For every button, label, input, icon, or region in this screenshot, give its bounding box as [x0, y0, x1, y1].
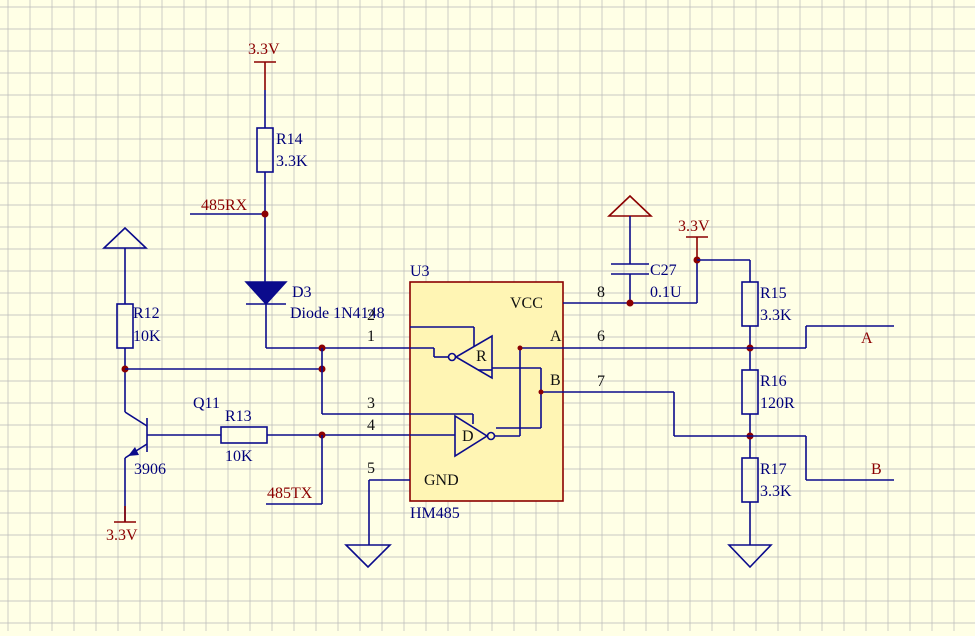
driver-bubble — [486, 431, 496, 441]
ground-symbol-ic — [344, 544, 392, 569]
d3-value: Diode 1N4148 — [290, 305, 385, 322]
net-label-a: A — [861, 330, 873, 347]
receiver-buffer — [454, 334, 493, 380]
r16-value: 120R — [760, 395, 795, 412]
r17-value: 3.3K — [760, 483, 792, 500]
r16-ref: R16 — [760, 373, 787, 390]
ic-vcc-label: VCC — [510, 295, 543, 312]
pin-number-3: 3 — [367, 395, 375, 412]
ic-u3 — [344, 281, 564, 569]
r14-ref: R14 — [276, 131, 303, 148]
ic-a-label: A — [550, 328, 562, 345]
driver-label: D — [462, 428, 474, 445]
diode-d3 — [244, 281, 288, 306]
receiver-label: R — [476, 348, 487, 365]
ic-body — [409, 281, 564, 502]
r13-value: 10K — [225, 448, 253, 465]
junction-dot — [626, 299, 634, 307]
power-label-right: 3.3V — [678, 218, 710, 235]
ground-symbol-r17 — [727, 544, 773, 569]
resistor-r14 — [256, 127, 274, 173]
junction-dot — [261, 210, 269, 218]
receiver-bubble — [447, 352, 457, 362]
termination-branch — [563, 260, 894, 569]
net-label-485tx: 485TX — [267, 485, 313, 502]
c27-branch — [563, 194, 750, 307]
r15-value: 3.3K — [760, 307, 792, 324]
r13-ref: R13 — [225, 408, 252, 425]
q11-value: 3906 — [134, 461, 166, 478]
pin-number-6: 6 — [597, 328, 605, 345]
resistor-r12 — [116, 303, 134, 349]
pin-number-8: 8 — [597, 284, 605, 301]
resistor-r15 — [741, 281, 759, 327]
r17-ref: R17 — [760, 461, 787, 478]
r12-ref: R12 — [133, 305, 160, 322]
transistor-collector — [124, 411, 148, 427]
r14-value: 3.3K — [276, 153, 308, 170]
pin-number-1: 1 — [367, 328, 375, 345]
power-label-bottom: 3.3V — [106, 527, 138, 544]
net-label-b: B — [871, 461, 882, 478]
ground-symbol-c27 — [607, 194, 653, 217]
labels: 3.3V R14 3.3K 485RX D3 Diode 1N4148 R12 … — [106, 41, 882, 544]
transistor-arrow — [128, 447, 139, 456]
pin-number-2: 2 — [367, 307, 375, 324]
pin-number-7: 7 — [597, 373, 605, 390]
resistor-r16 — [741, 369, 759, 415]
pin-number-5: 5 — [367, 460, 375, 477]
junction-dot — [538, 389, 544, 395]
q11-branch — [102, 226, 410, 523]
ic-part: HM485 — [410, 505, 460, 522]
r12-value: 10K — [133, 328, 161, 345]
q11-ref: Q11 — [193, 395, 220, 412]
c27-value: 0.1U — [650, 284, 682, 301]
pin-number-4: 4 — [367, 417, 375, 434]
driver-buffer — [454, 414, 489, 458]
net-label-485rx: 485RX — [201, 197, 248, 214]
power-label-top: 3.3V — [248, 41, 280, 58]
d3-ref: D3 — [292, 284, 312, 301]
r15-ref: R15 — [760, 285, 787, 302]
ic-gnd-label: GND — [424, 472, 459, 489]
ic-b-label: B — [550, 372, 561, 389]
resistor-r17 — [741, 457, 759, 503]
r14-branch — [190, 61, 410, 352]
c27-ref: C27 — [650, 262, 677, 279]
junction-dot — [517, 345, 523, 351]
ic-ref: U3 — [410, 263, 430, 280]
